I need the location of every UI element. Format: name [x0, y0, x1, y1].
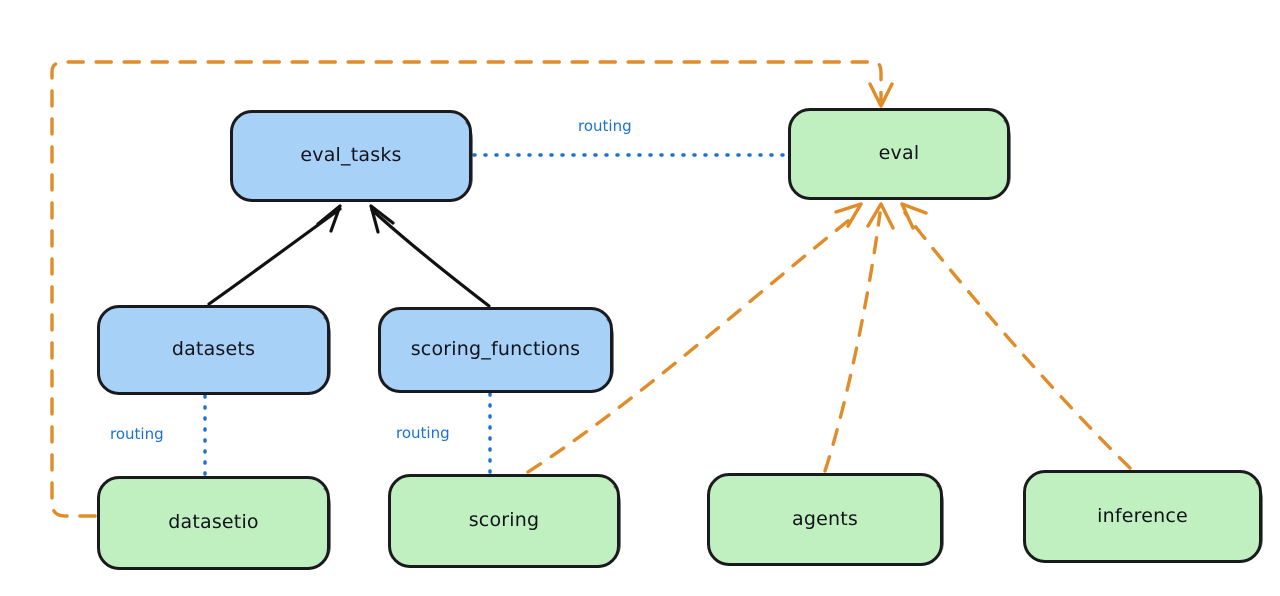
edge-label-routing-eval-tasks-eval: routing — [578, 117, 632, 135]
node-label: agents — [792, 507, 858, 530]
node-scoring[interactable]: scoring — [388, 474, 621, 568]
node-label: scoring — [468, 509, 540, 532]
node-datasets[interactable]: datasets — [97, 305, 331, 395]
edge-label-routing-datasets-datasetio: routing — [110, 425, 164, 443]
node-label: datasetio — [168, 511, 259, 534]
edge-agents-to-eval — [823, 202, 895, 473]
edge-datasetio-to-eval — [50, 60, 894, 518]
node-label: datasets — [171, 338, 256, 361]
node-agents[interactable]: agents — [707, 473, 944, 566]
edge-inference-to-eval — [900, 202, 1132, 470]
node-eval[interactable]: eval — [788, 108, 1011, 200]
node-inference[interactable]: inference — [1023, 470, 1263, 563]
node-label: scoring_functions — [410, 338, 581, 361]
edge-scoring-functions-to-eval-tasks — [369, 204, 491, 308]
node-eval-tasks[interactable]: eval_tasks — [230, 110, 473, 202]
edge-datasets-to-eval-tasks — [207, 204, 342, 306]
node-label: eval_tasks — [300, 144, 402, 167]
node-label: inference — [1097, 504, 1188, 527]
node-label: eval — [878, 142, 920, 165]
node-scoring-functions[interactable]: scoring_functions — [378, 307, 614, 393]
edge-label-routing-scoring-functions-scoring: routing — [396, 424, 450, 442]
node-datasetio[interactable]: datasetio — [97, 476, 331, 570]
